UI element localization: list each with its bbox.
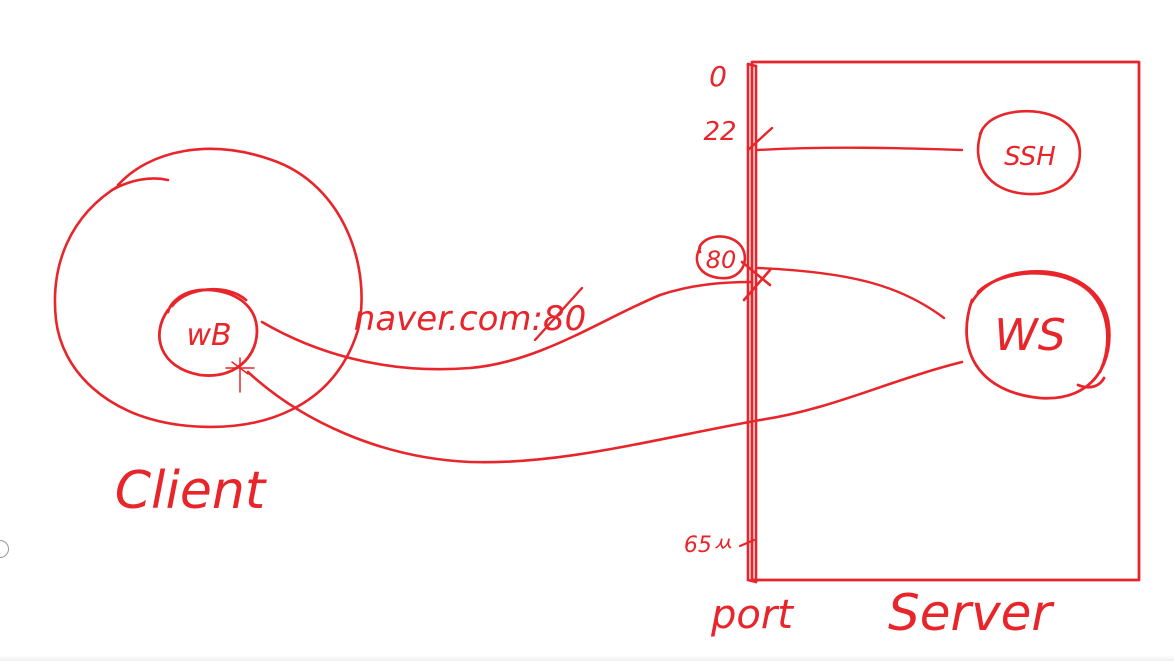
server-label: Server xyxy=(888,584,1055,642)
request-arrow xyxy=(260,280,754,371)
web-server-listen-line xyxy=(756,266,946,320)
port-tick-0: 0 xyxy=(709,60,727,93)
web-server-node xyxy=(965,270,1111,400)
client-label: Client xyxy=(115,461,267,521)
ssh-label: SSH xyxy=(1004,142,1056,172)
server-box xyxy=(750,60,1141,582)
url-label: naver.com:80 xyxy=(354,299,586,339)
ssh-node xyxy=(976,109,1082,196)
port-tick-max-mark xyxy=(738,538,756,548)
ssh-connection xyxy=(756,146,964,152)
web-server-label: WS xyxy=(994,310,1065,361)
client-boundary xyxy=(53,147,363,429)
port-80-marker xyxy=(695,235,747,280)
port-tick-80: 80 xyxy=(706,246,737,274)
port-tick-max: 65ㅆ xyxy=(684,533,732,558)
response-arrow xyxy=(246,360,964,464)
port-label: port xyxy=(710,592,794,638)
bottom-edge-shadow xyxy=(0,655,1174,661)
url-port-strike xyxy=(533,286,584,342)
port-tick-22-mark xyxy=(746,126,774,152)
port-tick-22: 22 xyxy=(703,117,736,147)
web-browser-label: wB xyxy=(186,318,231,353)
web-browser-node xyxy=(158,288,259,377)
crosshair-icon xyxy=(225,357,255,393)
